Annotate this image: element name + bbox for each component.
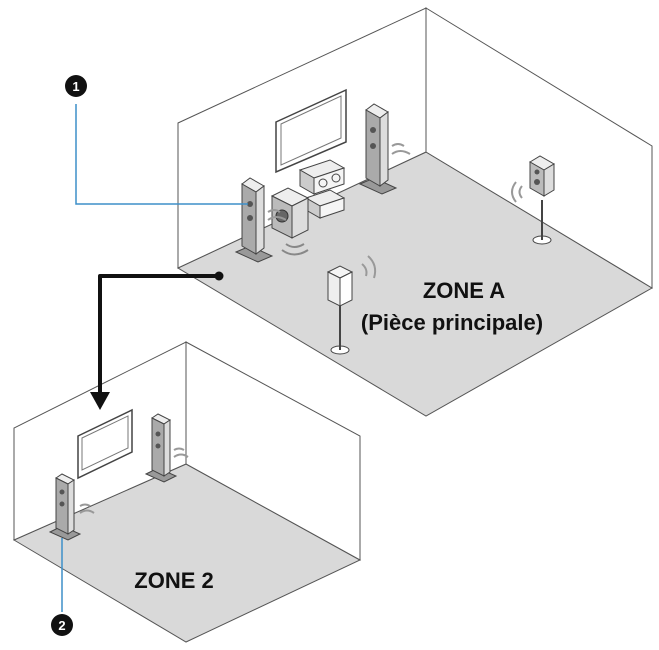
zone-2-right-wireless-icon xyxy=(173,447,189,458)
zone-a-center-speaker xyxy=(304,189,346,219)
callout-1-number: 1 xyxy=(72,79,79,94)
callout-1-leader xyxy=(75,104,248,205)
callout-2-badge: 2 xyxy=(51,614,73,636)
zone-a-tv xyxy=(275,88,347,174)
zone-2-title: ZONE 2 xyxy=(134,568,213,593)
zone-a-av-receiver xyxy=(298,159,346,195)
zone-a-subwoofer xyxy=(270,187,310,239)
zone-a-subtitle: (Pièce principale) xyxy=(361,310,543,335)
callout-1-badge: 1 xyxy=(65,75,87,97)
zone-2-left-speaker xyxy=(48,473,82,541)
zone-2-left-wireless-icon xyxy=(79,503,95,514)
zone-2-right-speaker xyxy=(144,413,178,483)
surround-left-wireless-icon xyxy=(361,255,377,279)
callout-2-number: 2 xyxy=(58,618,65,633)
zone-2-right-wall xyxy=(185,341,361,561)
zone-link-arrow-icon xyxy=(90,271,224,410)
zone-2-tv xyxy=(77,408,133,480)
zone-a-surround-right-speaker xyxy=(529,155,555,245)
subwoofer-wireless-icon xyxy=(281,243,309,256)
front-right-wireless-icon xyxy=(391,143,411,155)
zone-a-front-right-speaker xyxy=(358,103,398,195)
zone-a-front-left-speaker xyxy=(234,177,274,263)
front-left-wireless-icon xyxy=(267,209,287,221)
surround-right-wireless-icon xyxy=(511,181,523,203)
zone-a-surround-left-speaker xyxy=(326,265,354,355)
zone-a-title: ZONE A xyxy=(423,278,505,303)
